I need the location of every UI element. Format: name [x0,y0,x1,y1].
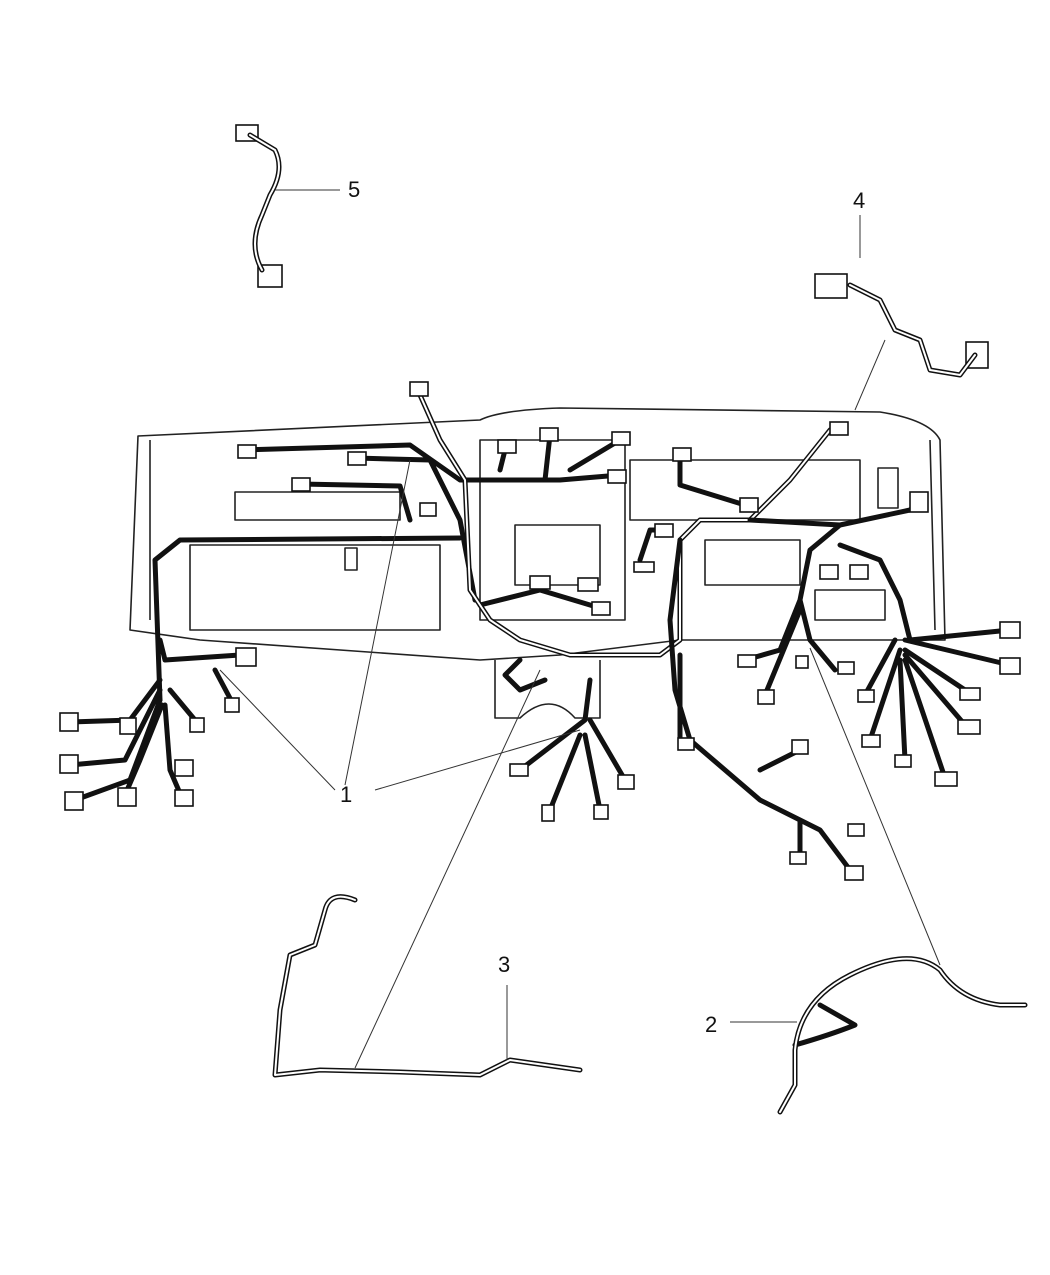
connector [757,689,775,705]
connector [672,447,692,462]
connector [861,734,881,748]
connector [591,601,611,616]
connector [529,575,551,590]
callout-1: 1 [340,782,352,807]
connector [737,654,757,668]
connector [119,717,137,735]
connector [791,739,809,755]
harness-part-2 [777,956,1028,1115]
connector [934,771,958,787]
connector [739,497,759,513]
callout-4: 4 [853,188,865,213]
connector [189,717,205,733]
connector [237,444,257,459]
connector [857,689,875,703]
harness-part-3 [272,894,583,1078]
connector [577,577,599,592]
connector [959,687,981,701]
connector [847,823,865,837]
connector [59,712,79,732]
main-harness [67,392,1013,873]
connector [617,774,635,790]
connector [849,564,869,580]
connector [509,763,529,777]
connector [539,427,559,442]
harness-part-5 [247,132,282,273]
connector [654,523,674,538]
connector [347,451,367,466]
connector [677,737,695,751]
connector [999,621,1021,639]
callout-5: 5 [348,177,360,202]
connectors [59,124,1021,881]
connector [909,491,929,513]
connector [789,851,807,865]
connector [174,759,194,777]
connector [957,719,981,735]
connector [844,865,864,881]
connector [235,647,257,667]
connector [174,789,194,807]
connector [117,787,137,807]
connector [633,561,655,573]
connector [409,381,429,397]
connector [837,661,855,675]
connector [59,754,79,774]
connector [829,421,849,436]
connector [814,273,848,299]
connector [607,469,627,484]
connector [224,697,240,713]
connector [541,804,555,822]
connector [611,431,631,446]
connector [291,477,311,492]
callout-3: 3 [498,952,510,977]
leader-lines [219,189,941,1069]
harness-part-4 [847,282,978,378]
connector [999,657,1021,675]
connector [795,655,809,669]
callout-2: 2 [705,1012,717,1037]
connector [819,564,839,580]
connector [497,439,517,454]
connector [593,804,609,820]
connector [894,754,912,768]
connector [64,791,84,811]
connector [419,502,437,517]
